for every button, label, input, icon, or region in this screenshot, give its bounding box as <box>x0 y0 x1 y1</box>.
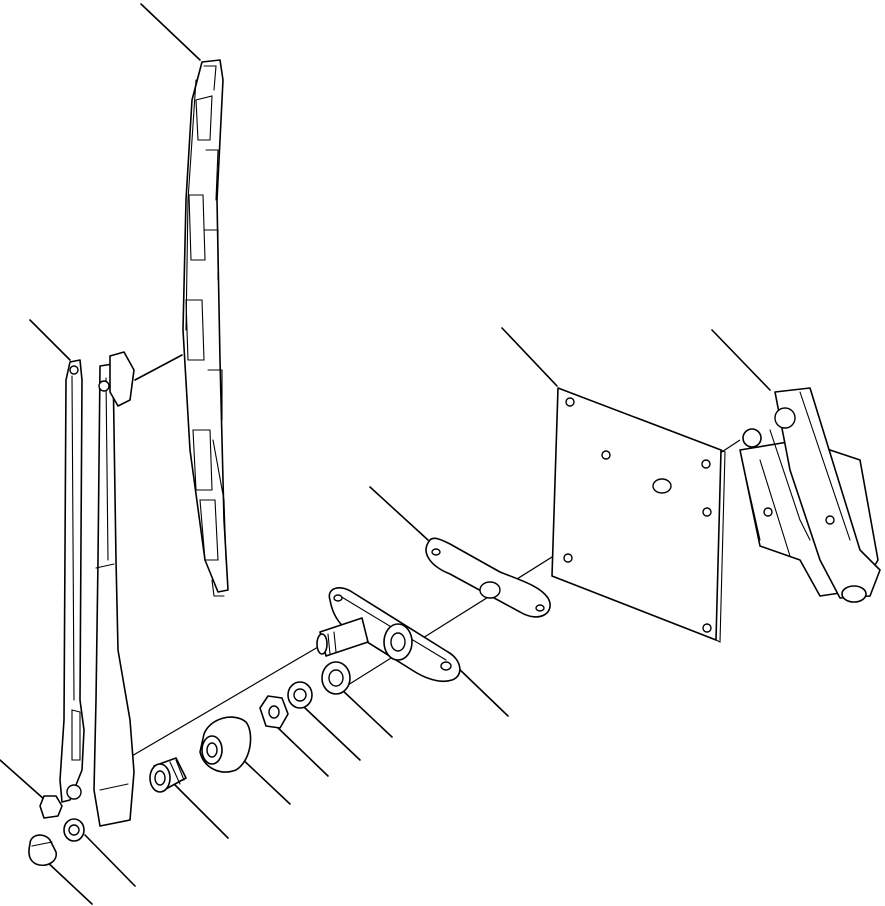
leader-mounting-plate <box>501 327 558 387</box>
flange-icon <box>316 587 461 683</box>
leader-wiper-blade <box>140 3 201 61</box>
leader-arm-nut <box>0 759 46 801</box>
wiper-motor-icon <box>739 387 881 603</box>
leader-splined-bushing <box>174 784 229 839</box>
leader-gasket <box>369 486 429 541</box>
washer-icon <box>63 818 85 842</box>
leader-rubber-boot <box>237 754 291 805</box>
leader-wiper-arm <box>29 319 71 361</box>
nut-icon <box>259 695 289 729</box>
wiper-blade-icon <box>182 59 229 597</box>
leader-arm-washer <box>84 834 136 887</box>
leader-wiper-motor <box>711 329 771 391</box>
leader-motor-flange <box>454 664 509 717</box>
washer-icon <box>287 681 313 709</box>
boot-icon <box>199 716 252 773</box>
gasket-icon <box>425 537 551 618</box>
leader-spacer-washer <box>339 687 393 738</box>
bushing-icon <box>149 757 187 793</box>
leader-acorn-cap-nut <box>44 859 93 905</box>
mounting-plate-icon <box>551 387 726 643</box>
washer-icon <box>321 661 351 695</box>
leader-lock-washer <box>304 707 361 761</box>
wiper-arm-icon <box>59 351 135 827</box>
leader-arm-to-blade <box>134 354 183 381</box>
leader-lines <box>0 3 771 905</box>
cap-nut-icon <box>28 834 57 867</box>
leader-hex-nut <box>274 724 329 777</box>
nut-icon <box>39 795 63 819</box>
